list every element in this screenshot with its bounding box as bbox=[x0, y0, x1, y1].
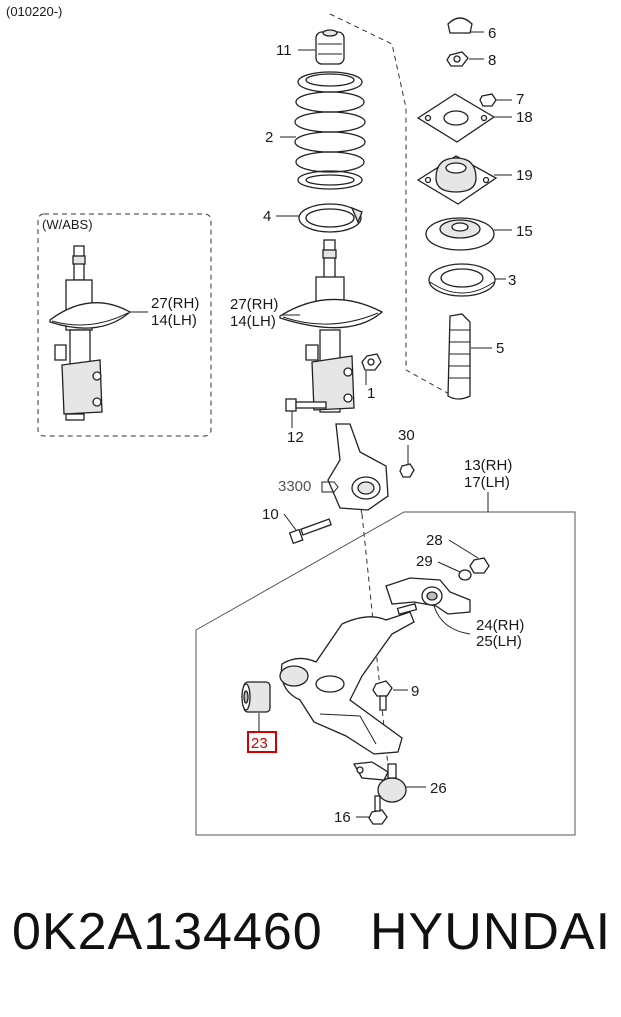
dust-boot-5 bbox=[447, 313, 471, 400]
callout-main-14lh: 14(LH) bbox=[230, 313, 276, 330]
callout-abs-14lh: 14(LH) bbox=[151, 312, 197, 329]
lock-nut-8 bbox=[446, 51, 469, 67]
nut-28 bbox=[469, 557, 490, 574]
strut-mount-19 bbox=[416, 155, 498, 205]
bolt-9 bbox=[372, 680, 393, 711]
callout-6: 6 bbox=[488, 25, 496, 42]
callout-30: 30 bbox=[398, 427, 415, 444]
callout-5: 5 bbox=[496, 340, 504, 357]
bolt-12 bbox=[285, 398, 327, 412]
callout-7: 7 bbox=[516, 91, 524, 108]
bump-stopper bbox=[315, 29, 345, 65]
spring-pad bbox=[298, 203, 363, 233]
washer-30 bbox=[399, 463, 415, 478]
callout-24rh: 24(RH) bbox=[476, 617, 524, 634]
callout-2: 2 bbox=[265, 129, 273, 146]
steering-knuckle bbox=[327, 423, 389, 511]
callout-11: 11 bbox=[276, 42, 292, 59]
callout-25lh: 25(LH) bbox=[476, 633, 522, 650]
part-number-label: 0K2A134460 bbox=[12, 903, 323, 961]
callout-1: 1 bbox=[367, 385, 375, 402]
callout-23-highlight-box bbox=[247, 731, 277, 753]
washer-29 bbox=[458, 569, 472, 581]
mount-plate-18 bbox=[416, 93, 496, 143]
abs-strut-assembly bbox=[49, 245, 132, 421]
callout-10: 10 bbox=[262, 506, 279, 523]
assembly-axis-dashes bbox=[329, 13, 461, 401]
callout-26: 26 bbox=[430, 780, 447, 797]
callout-16: 16 bbox=[334, 809, 351, 826]
callout-19: 19 bbox=[516, 167, 533, 184]
callout-15: 15 bbox=[516, 223, 533, 240]
callout-main-27rh: 27(RH) bbox=[230, 296, 278, 313]
ball-joint-26 bbox=[352, 761, 407, 803]
nut-1 bbox=[361, 353, 382, 371]
coil-spring bbox=[294, 71, 366, 190]
bearing-3 bbox=[428, 263, 496, 297]
callout-12: 12 bbox=[287, 429, 304, 446]
dust-cap bbox=[447, 17, 473, 34]
callout-29: 29 bbox=[416, 553, 433, 570]
nut-7 bbox=[479, 93, 497, 107]
spring-upper-seat-15 bbox=[425, 217, 495, 251]
bolt-10 bbox=[288, 518, 332, 545]
callout-3: 3 bbox=[508, 272, 516, 289]
brand-label: HYUNDAI bbox=[370, 903, 612, 961]
bolt-16 bbox=[368, 795, 388, 825]
callout-abs-27rh: 27(RH) bbox=[151, 295, 199, 312]
callout-8: 8 bbox=[488, 52, 496, 69]
callout-3300: 3300 bbox=[278, 478, 311, 495]
main-strut-assembly bbox=[279, 239, 384, 413]
callout-28: 28 bbox=[426, 532, 443, 549]
abs-inset-frame bbox=[37, 213, 212, 437]
callout-4: 4 bbox=[263, 208, 271, 225]
rear-bushing-bracket bbox=[385, 577, 471, 615]
callout-17lh: 17(LH) bbox=[464, 474, 510, 491]
revision-label: (010220-) bbox=[6, 4, 62, 19]
abs-inset-title: (W/ABS) bbox=[42, 217, 93, 232]
lower-arm-group-frame bbox=[195, 511, 576, 836]
front-bushing-23 bbox=[241, 681, 271, 713]
callout-18: 18 bbox=[516, 109, 533, 126]
callout-23: 23 bbox=[251, 735, 268, 752]
callout-9: 9 bbox=[411, 683, 419, 700]
lower-control-arm bbox=[279, 602, 418, 755]
callout-13rh: 13(RH) bbox=[464, 457, 512, 474]
